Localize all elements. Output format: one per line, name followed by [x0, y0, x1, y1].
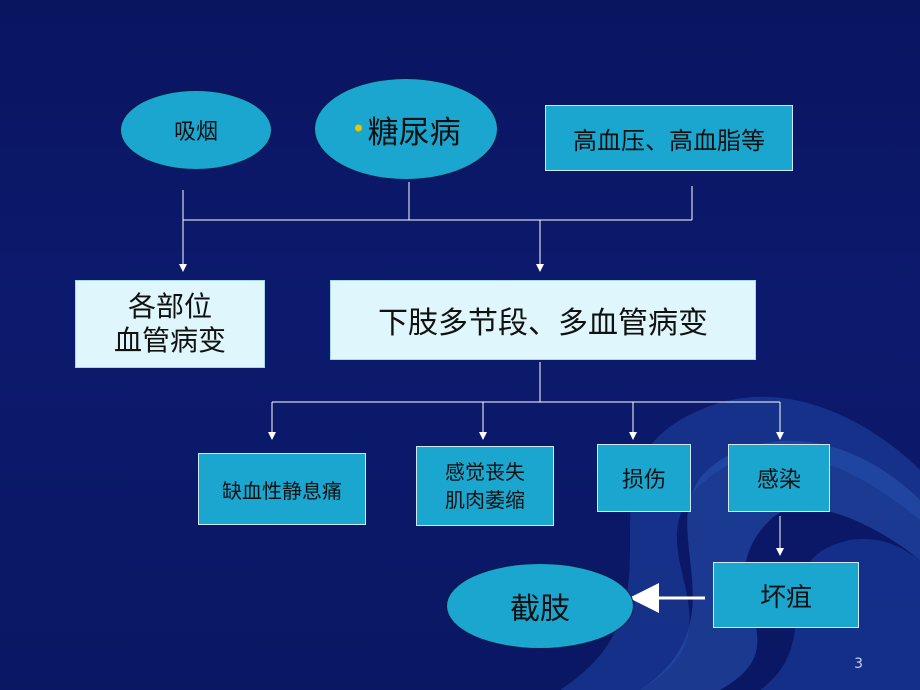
- sensory-loss-line1: 感觉丧失: [445, 460, 525, 484]
- hypertension-label: 高血压、高血脂等: [573, 126, 765, 155]
- injury-node: 损伤: [597, 444, 691, 512]
- bullet-icon: •: [351, 115, 366, 143]
- vascular-all-line1: 各部位: [127, 290, 212, 324]
- vascular-all-node: 各部位 血管病变: [75, 280, 265, 368]
- page-number: 3: [854, 656, 863, 672]
- smoking-node: 吸烟: [120, 90, 272, 170]
- sensory-loss-line2: 肌肉萎缩: [445, 488, 525, 512]
- gangrene-node: 坏疽: [713, 562, 859, 628]
- injury-label: 损伤: [621, 468, 666, 493]
- infection-node: 感染: [728, 444, 830, 512]
- lower-limb-node: 下肢多节段、多血管病变: [330, 280, 756, 360]
- vascular-all-line2: 血管病变: [113, 324, 226, 357]
- smoking-label: 吸烟: [173, 120, 218, 145]
- amputation-label: 截肢: [510, 592, 570, 627]
- ischemic-pain-label: 缺血性静息痛: [222, 478, 342, 503]
- infection-label: 感染: [756, 468, 801, 493]
- hypertension-node: 高血压、高血脂等: [545, 105, 793, 171]
- sensory-loss-node: 感觉丧失 肌肉萎缩: [416, 446, 554, 526]
- gangrene-label: 坏疽: [759, 582, 812, 613]
- amputation-node: 截肢: [446, 563, 634, 649]
- lower-limb-label: 下肢多节段、多血管病变: [378, 306, 708, 341]
- diabetes-node: • 糖尿病: [314, 78, 498, 180]
- ischemic-pain-node: 缺血性静息痛: [198, 453, 366, 525]
- diabetes-label: 糖尿病: [367, 114, 461, 151]
